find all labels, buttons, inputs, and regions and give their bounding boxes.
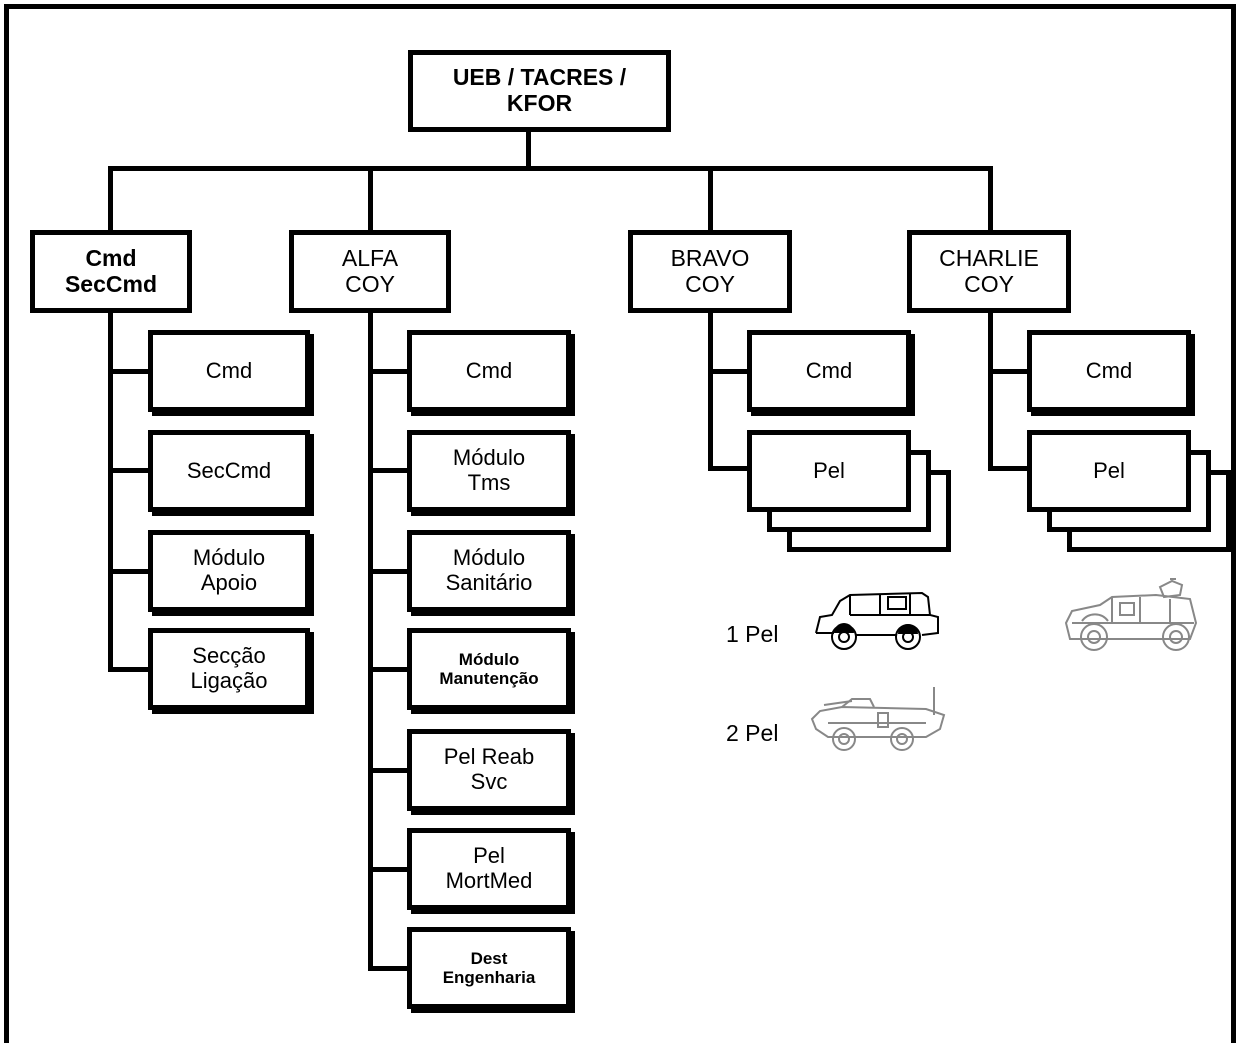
alfa-child-modulo-tms: Módulo Tms bbox=[407, 430, 571, 512]
pel1-label: 1 Pel bbox=[726, 621, 779, 647]
charlie-coy-line2: COY bbox=[964, 270, 1014, 297]
cmd-seccmd-line2: SecCmd bbox=[64, 270, 158, 297]
alfa-child-pel-mortmed: Pel MortMed bbox=[407, 828, 571, 910]
wheeled-armored-vehicle-icon bbox=[808, 685, 953, 760]
child-line1: Pel bbox=[813, 457, 845, 483]
light-utility-vehicle-icon bbox=[810, 585, 945, 660]
child-line2: Manutenção bbox=[439, 669, 539, 688]
cmd-seccmd-child-seccmd: SecCmd bbox=[148, 430, 310, 512]
pel2-label: 2 Pel bbox=[726, 720, 779, 746]
child-line1: Cmd bbox=[205, 357, 253, 383]
charlie-coy-line1: CHARLIE bbox=[939, 244, 1039, 271]
child-line2: Ligação bbox=[190, 668, 268, 693]
child-line1: Módulo bbox=[192, 545, 266, 571]
alfa-child-cmd: Cmd bbox=[407, 330, 571, 412]
bravo-coy-box: BRAVO COY bbox=[628, 230, 792, 313]
alfa-child-modulo-sanitario: Módulo Sanitário bbox=[407, 530, 571, 612]
alfa-coy-line2: COY bbox=[345, 270, 395, 297]
root-unit-line2: KFOR bbox=[506, 90, 573, 116]
alfa-child-pel-reab-svc: Pel Reab Svc bbox=[407, 729, 571, 811]
child-line1: Dest bbox=[470, 948, 508, 968]
child-line1: Módulo bbox=[458, 649, 520, 669]
bravo-child-pel: Pel bbox=[747, 430, 911, 512]
child-line2: MortMed bbox=[445, 868, 533, 893]
cmd-seccmd-child-seccao-ligacao: Secção Ligação bbox=[148, 628, 310, 710]
alfa-coy-box: ALFA COY bbox=[289, 230, 451, 313]
child-line2: Apoio bbox=[200, 570, 258, 595]
charlie-child-pel: Pel bbox=[1027, 430, 1191, 512]
child-line1: Pel Reab bbox=[443, 744, 535, 770]
child-line2: Tms bbox=[467, 470, 511, 495]
child-line2: Sanitário bbox=[445, 570, 533, 595]
charlie-child-cmd: Cmd bbox=[1027, 330, 1191, 412]
child-line1: Secção bbox=[192, 643, 266, 669]
cmd-seccmd-child-cmd: Cmd bbox=[148, 330, 310, 412]
child-line1: Cmd bbox=[465, 357, 513, 383]
child-line1: Pel bbox=[473, 843, 505, 869]
child-line1: SecCmd bbox=[186, 457, 272, 483]
charlie-coy-box: CHARLIE COY bbox=[907, 230, 1071, 313]
child-line1: Cmd bbox=[1085, 357, 1133, 383]
cmd-seccmd-line1: Cmd bbox=[85, 244, 137, 271]
bravo-child-cmd: Cmd bbox=[747, 330, 911, 412]
bravo-coy-line1: BRAVO bbox=[670, 244, 750, 271]
root-unit-box: UEB / TACRES / KFOR bbox=[408, 50, 671, 132]
child-line1: Módulo bbox=[452, 445, 526, 471]
child-line2: Engenharia bbox=[442, 968, 536, 987]
child-line1: Pel bbox=[1093, 457, 1125, 483]
root-unit-line1: UEB / TACRES / bbox=[452, 64, 627, 91]
alfa-coy-line1: ALFA bbox=[341, 244, 399, 271]
alfa-child-modulo-manutencao: Módulo Manutenção bbox=[407, 628, 571, 710]
armored-patrol-vehicle-icon bbox=[1060, 577, 1205, 662]
child-line2: Svc bbox=[470, 769, 508, 794]
bravo-coy-line2: COY bbox=[685, 270, 735, 297]
child-line1: Módulo bbox=[452, 545, 526, 571]
cmd-seccmd-box: Cmd SecCmd bbox=[30, 230, 192, 313]
chart-frame bbox=[4, 4, 1236, 1043]
child-line1: Cmd bbox=[805, 357, 853, 383]
cmd-seccmd-child-modulo-apoio: Módulo Apoio bbox=[148, 530, 310, 612]
alfa-child-dest-engenharia: Dest Engenharia bbox=[407, 927, 571, 1009]
